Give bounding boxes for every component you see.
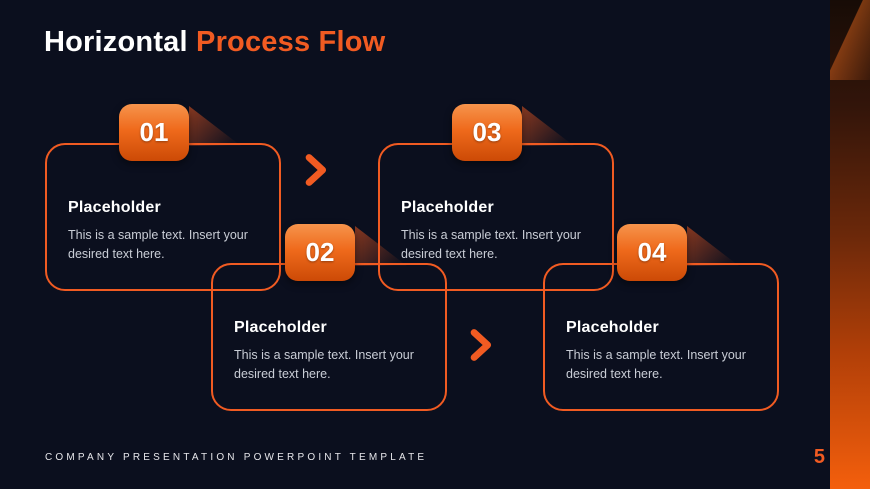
step-body: This is a sample text. Insert your desir… — [566, 348, 746, 382]
page-number: 5 — [813, 446, 825, 468]
step-heading: Placeholder — [401, 199, 494, 216]
badge-fold — [687, 226, 739, 266]
step-heading: Placeholder — [234, 319, 327, 336]
step-card-3: 03 Placeholder This is a sample text. In… — [378, 104, 614, 291]
step-body: This is a sample text. Insert your desir… — [234, 348, 414, 382]
step-body: This is a sample text. Insert your desir… — [68, 228, 248, 262]
accent-strip-notch — [830, 0, 870, 80]
step-number: 03 — [472, 117, 502, 147]
chevron-right-icon — [303, 153, 331, 187]
step-card-4: 04 Placeholder This is a sample text. In… — [543, 224, 779, 411]
accent-strip — [830, 0, 870, 489]
title-white: Horizontal — [44, 26, 197, 58]
step-number: 01 — [139, 117, 169, 147]
step-number: 02 — [305, 237, 335, 267]
page-title: Horizontal Process Flow — [44, 26, 385, 59]
chevron-right-icon — [468, 328, 496, 362]
step-card-2: 02 Placeholder This is a sample text. In… — [211, 224, 447, 411]
step-number-badge: 03 — [452, 104, 522, 161]
step-heading: Placeholder — [566, 319, 659, 336]
step-card-1: 01 Placeholder This is a sample text. In… — [45, 104, 281, 291]
badge-fold — [522, 106, 574, 146]
step-number-badge: 01 — [119, 104, 189, 161]
step-number: 04 — [637, 237, 667, 267]
badge-fold — [189, 106, 241, 146]
footer-text: COMPANY PRESENTATION POWERPOINT TEMPLATE — [45, 452, 428, 463]
step-body: This is a sample text. Insert your desir… — [401, 228, 581, 262]
step-heading: Placeholder — [68, 199, 161, 216]
step-number-badge: 02 — [285, 224, 355, 281]
title-accent: Process Flow — [196, 26, 386, 58]
step-number-badge: 04 — [617, 224, 687, 281]
